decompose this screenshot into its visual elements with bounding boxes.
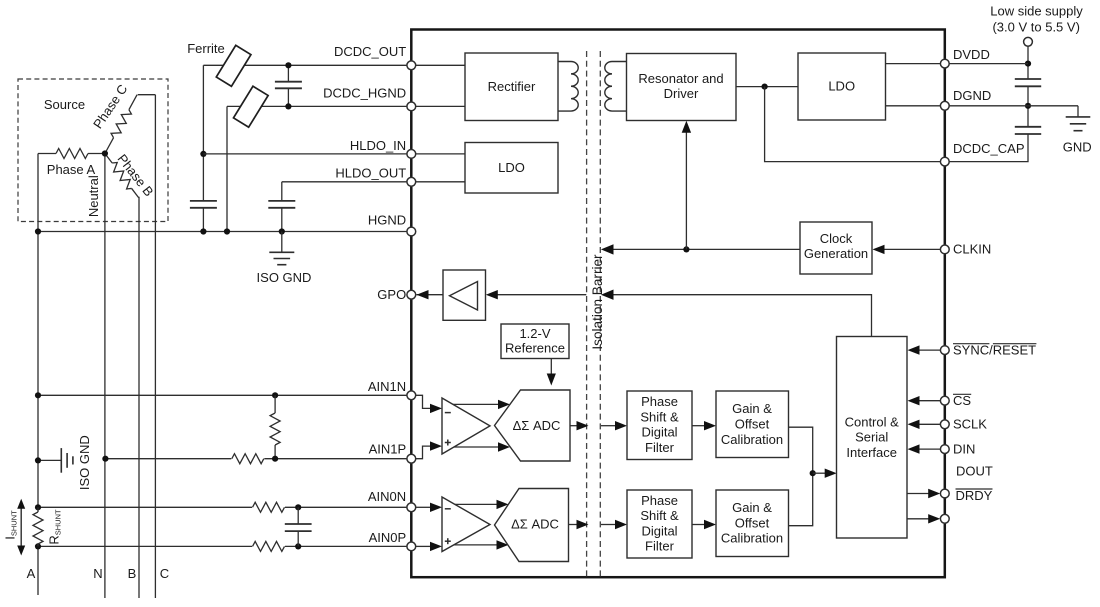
svg-text:Source: Source bbox=[44, 97, 85, 112]
svg-text:(3.0 V to 5.5 V): (3.0 V to 5.5 V) bbox=[992, 20, 1079, 35]
svg-text:GND: GND bbox=[1063, 139, 1092, 154]
svg-text:DVDD: DVDD bbox=[953, 47, 990, 62]
svg-text:LDO: LDO bbox=[828, 79, 855, 94]
svg-text:Resonator and: Resonator and bbox=[638, 71, 723, 86]
svg-text:CLKIN: CLKIN bbox=[953, 241, 991, 256]
svg-text:Rectifier: Rectifier bbox=[488, 79, 536, 94]
svg-text:Shift &: Shift & bbox=[640, 409, 679, 424]
svg-text:ISO GND: ISO GND bbox=[257, 270, 312, 285]
svg-text:Neutral: Neutral bbox=[86, 175, 101, 217]
svg-text:Digital: Digital bbox=[641, 425, 677, 440]
svg-text:Offset: Offset bbox=[735, 515, 770, 530]
svg-text:ISO GND: ISO GND bbox=[77, 435, 92, 490]
svg-text:Calibration: Calibration bbox=[721, 432, 783, 447]
svg-text:ΔΣ ADC: ΔΣ ADC bbox=[513, 418, 561, 433]
svg-text:Shift &: Shift & bbox=[640, 508, 679, 523]
svg-text:SCLK: SCLK bbox=[953, 417, 987, 432]
svg-text:1.2-V: 1.2-V bbox=[519, 326, 550, 341]
svg-text:CS: CS bbox=[953, 393, 971, 408]
svg-text:AIN0N: AIN0N bbox=[368, 489, 406, 504]
svg-text:Calibration: Calibration bbox=[721, 531, 783, 546]
svg-text:LDO: LDO bbox=[498, 160, 525, 175]
svg-text:DCDC_HGND: DCDC_HGND bbox=[323, 85, 406, 100]
svg-text:Ferrite: Ferrite bbox=[187, 41, 225, 56]
svg-text:DCDC_OUT: DCDC_OUT bbox=[334, 44, 406, 59]
svg-text:Gain &: Gain & bbox=[732, 401, 772, 416]
svg-text:DGND: DGND bbox=[953, 88, 991, 103]
svg-text:AIN0P: AIN0P bbox=[369, 530, 407, 545]
svg-text:Control &: Control & bbox=[845, 414, 900, 429]
svg-text:SYNC/RESET: SYNC/RESET bbox=[953, 343, 1036, 358]
svg-text:Clock: Clock bbox=[820, 231, 853, 246]
svg-text:Reference: Reference bbox=[505, 340, 565, 355]
svg-text:Offset: Offset bbox=[735, 417, 770, 432]
svg-text:Generation: Generation bbox=[804, 246, 868, 261]
svg-text:C: C bbox=[160, 566, 169, 581]
svg-text:AIN1P: AIN1P bbox=[369, 442, 407, 457]
svg-text:A: A bbox=[27, 566, 36, 581]
svg-text:GPO: GPO bbox=[377, 287, 406, 302]
svg-text:DIN: DIN bbox=[953, 442, 975, 457]
svg-text:DCDC_CAP: DCDC_CAP bbox=[953, 141, 1025, 156]
svg-text:Serial: Serial bbox=[855, 430, 888, 445]
svg-text:HGND: HGND bbox=[368, 213, 406, 228]
svg-text:Phase A: Phase A bbox=[47, 162, 96, 177]
svg-text:Gain &: Gain & bbox=[732, 500, 772, 515]
svg-text:ΔΣ ADC: ΔΣ ADC bbox=[511, 517, 559, 532]
svg-text:Isolation Barrier: Isolation Barrier bbox=[590, 254, 605, 350]
svg-text:Filter: Filter bbox=[645, 440, 675, 455]
svg-text:DRDY: DRDY bbox=[956, 488, 993, 503]
svg-text:Digital: Digital bbox=[641, 523, 677, 538]
svg-text:N: N bbox=[93, 566, 102, 581]
svg-text:Phase: Phase bbox=[641, 493, 678, 508]
svg-text:Driver: Driver bbox=[664, 86, 699, 101]
svg-text:Interface: Interface bbox=[846, 445, 897, 460]
svg-text:AIN1N: AIN1N bbox=[368, 379, 406, 394]
svg-text:Low side supply: Low side supply bbox=[990, 3, 1083, 18]
svg-text:HLDO_IN: HLDO_IN bbox=[350, 138, 406, 153]
svg-text:B: B bbox=[128, 566, 137, 581]
svg-text:DOUT: DOUT bbox=[956, 464, 993, 479]
svg-text:HLDO_OUT: HLDO_OUT bbox=[335, 166, 406, 181]
svg-text:Phase: Phase bbox=[641, 394, 678, 409]
svg-text:Filter: Filter bbox=[645, 539, 675, 554]
